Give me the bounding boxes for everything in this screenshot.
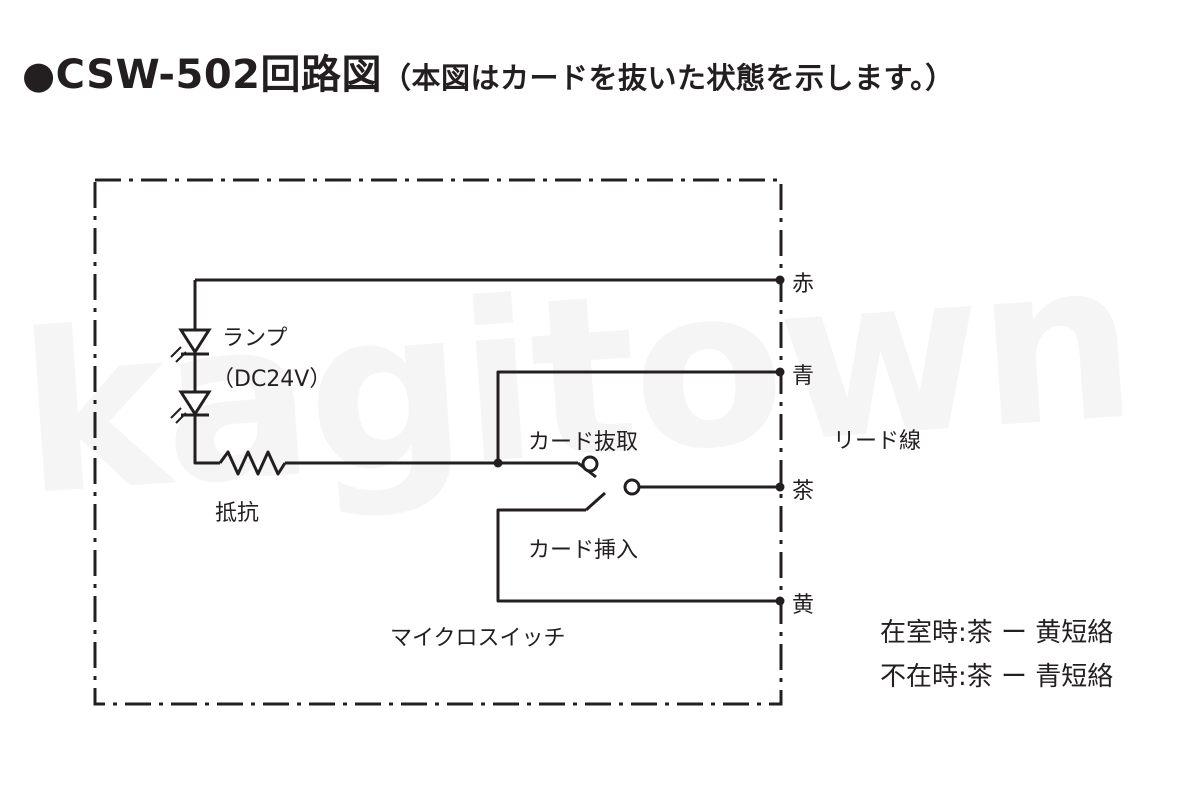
terminal-brown — [775, 482, 785, 492]
switch-inserted-label: カード挿入 — [528, 538, 639, 563]
wire-label-yellow: 黄 — [792, 593, 815, 618]
wire-blue — [496, 370, 780, 463]
lamp-voltage-label: （DC24V） — [212, 367, 332, 392]
wire-left-vertical — [193, 280, 220, 465]
resistor-label: 抵抗 — [215, 501, 260, 526]
lamp-symbol-1 — [178, 328, 212, 356]
junction-dot — [493, 458, 503, 468]
wire-label-brown: 茶 — [792, 479, 815, 504]
switch-contact-common — [623, 478, 641, 496]
switch-contact-nc — [581, 455, 599, 473]
page-title: ●CSW-502回路図（本図はカードを抜いた状態を示します。） — [22, 42, 955, 100]
note-occupied: 在室時:茶 ー 黄短絡 — [880, 618, 1114, 648]
housing-outline — [93, 178, 783, 706]
terminal-red — [775, 275, 785, 285]
title-note: （本図はカードを抜いた状態を示します。） — [382, 61, 955, 95]
terminal-blue — [775, 367, 785, 377]
terminal-yellow — [775, 596, 785, 606]
lead-wire-label: リード線 — [833, 429, 922, 454]
lamp-symbol-2 — [178, 390, 212, 417]
resistor-symbol — [218, 450, 287, 476]
title-bullet-icon: ● — [22, 53, 56, 97]
wire-label-blue: 青 — [792, 364, 815, 389]
wire-label-red: 赤 — [792, 272, 815, 297]
note-vacant: 不在時:茶 ー 青短絡 — [880, 662, 1114, 692]
micro-switch-label: マイクロスイッチ — [390, 626, 566, 651]
title-main: CSW-502回路図 — [55, 52, 382, 98]
wire-yellow — [496, 491, 780, 603]
switch-removed-label: カード抜取 — [528, 430, 639, 455]
lamp-label: ランプ — [222, 326, 288, 351]
